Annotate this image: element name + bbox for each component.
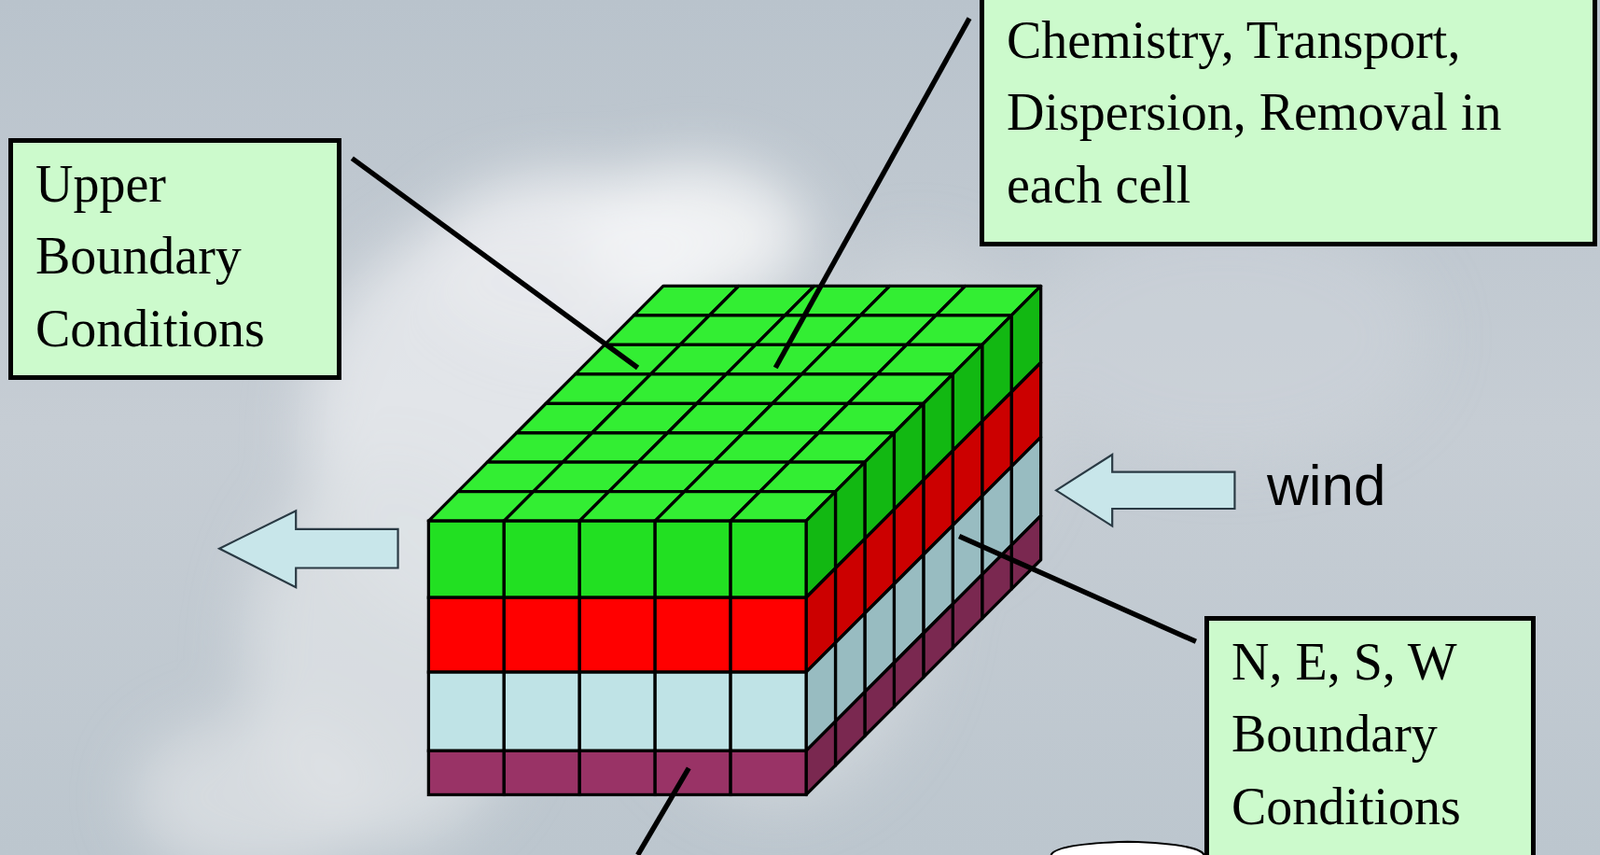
outflow-arrow	[219, 510, 398, 587]
cube-front-cell	[579, 671, 655, 751]
leader-line	[638, 767, 690, 855]
cube-front-cell	[503, 597, 580, 672]
cube-front-cell	[654, 520, 731, 598]
cube-front-cell	[503, 750, 580, 794]
boundary-box: N, E, S, W Boundary Conditions	[1204, 615, 1536, 855]
cube-front-cell	[730, 597, 807, 672]
cube-front-cell	[428, 520, 504, 598]
callout-bubble	[1051, 841, 1205, 855]
cube-side-cell	[835, 691, 865, 766]
cube-front-cell	[654, 597, 731, 672]
cube-side-cell	[893, 633, 923, 708]
box-text: Upper Boundary Conditions	[35, 148, 317, 365]
cube-front-cell	[730, 750, 807, 794]
wind-label: wind	[1266, 451, 1387, 518]
cube-side-cell	[952, 574, 982, 649]
leader-line	[351, 158, 638, 368]
cube-front-cell	[579, 597, 655, 672]
cube-front-cell	[428, 671, 504, 751]
cube-front-cell	[730, 520, 807, 598]
cube-front-cell	[579, 750, 655, 794]
box-text: N, E, S, W Boundary Conditions	[1231, 626, 1511, 843]
cube-side-cell	[923, 603, 953, 678]
leader-line	[775, 18, 970, 368]
process-box: Chemistry, Transport, Dispersion, Remova…	[979, 0, 1598, 247]
leader-line	[959, 536, 1197, 642]
cube-side-cell	[806, 721, 835, 795]
cube-front-cell	[428, 750, 504, 794]
box-text: Chemistry, Transport, Dispersion, Remova…	[1006, 4, 1573, 222]
cube-front-cell	[579, 520, 655, 598]
cube-side-cell	[864, 662, 894, 737]
wind-arrow	[1056, 454, 1235, 527]
cube-front-cell	[503, 520, 580, 598]
cube-side-cell	[1011, 515, 1041, 590]
cube-front-cell	[730, 671, 807, 751]
cube-front-cell	[503, 671, 580, 751]
cube-front-cell	[428, 597, 504, 672]
cube-front-cell	[654, 750, 731, 794]
grid-cube	[428, 285, 1041, 794]
boundary-box: Upper Boundary Conditions	[8, 138, 342, 380]
cube-front-cell	[654, 671, 731, 751]
